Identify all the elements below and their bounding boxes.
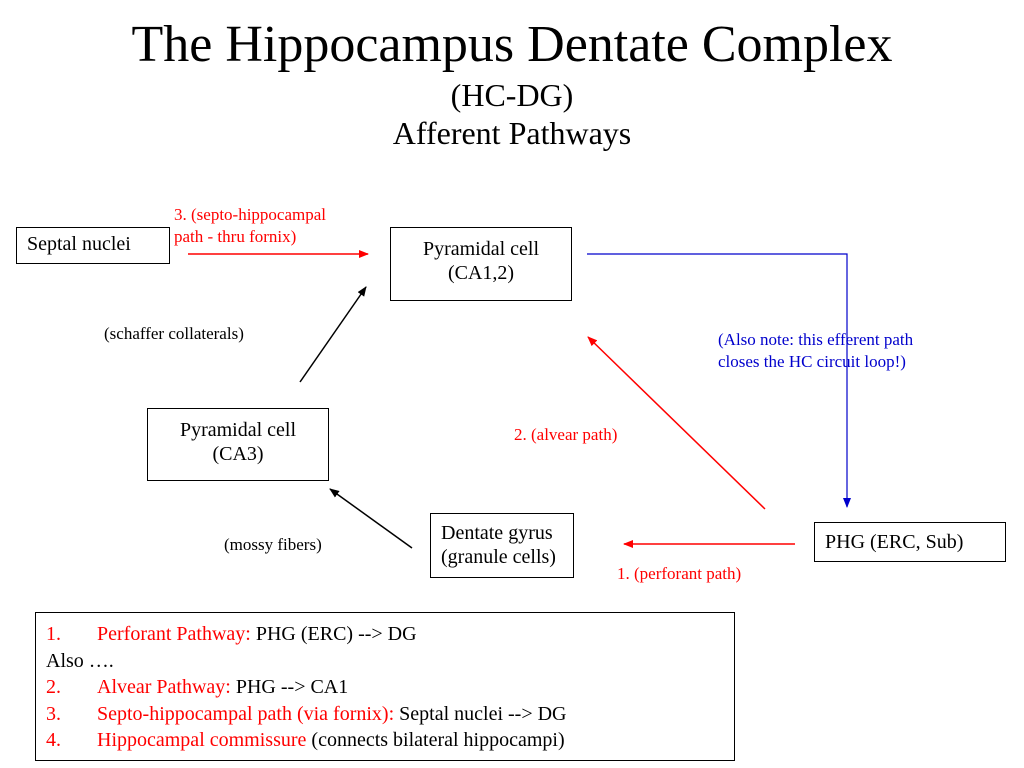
dentate-gyrus-box: Dentate gyrus (granule cells) <box>430 513 574 578</box>
alvear-path-label: 2. (alvear path) <box>514 425 618 444</box>
legend-item-name: Perforant Pathway: <box>97 623 251 645</box>
septo-hippocampal-label: 3. (septo-hippocampal path - thru fornix… <box>174 204 326 248</box>
legend-item-description: (connects bilateral hippocampi) <box>306 729 565 751</box>
title-block: The Hippocampus Dentate Complex (HC-DG) … <box>0 14 1024 152</box>
page-title: The Hippocampus Dentate Complex <box>131 16 893 73</box>
ca3-label-line2: (CA3) <box>212 443 264 465</box>
dentate-gyrus-label-line2: (granule cells) <box>441 546 556 568</box>
legend-item-number: 2. <box>46 676 61 698</box>
efferent-loop-arrow <box>587 253 851 508</box>
page-subtitle-abbrev: (HC-DG) <box>450 77 574 113</box>
legend-item-name: Hippocampal commissure <box>97 729 307 751</box>
legend-item: 3. Septo-hippocampal path (via fornix): S… <box>46 701 724 728</box>
mossy-fiber-arrow <box>329 488 413 549</box>
schaffer-collateral-arrow <box>299 286 367 383</box>
legend-item: 2. Alvear Pathway: PHG --> CA1 <box>46 674 724 701</box>
schaffer-collaterals-label: (schaffer collaterals) <box>104 324 244 343</box>
dentate-gyrus-label-line1: Dentate gyrus <box>441 522 553 544</box>
efferent-note-line2: closes the HC circuit loop!) <box>718 352 906 371</box>
legend-note: Also …. <box>46 648 724 675</box>
ca3-label-line1: Pyramidal cell <box>179 419 297 441</box>
page-subtitle: Afferent Pathways <box>392 115 632 151</box>
septal-nuclei-label: Septal nuclei <box>27 233 131 255</box>
efferent-note-line1: (Also note: this efferent path <box>718 330 914 349</box>
ca12-label-line2: (CA1,2) <box>447 262 515 284</box>
phg-box: PHG (ERC, Sub) <box>814 522 1006 562</box>
septo-hippocampal-label-line1: 3. (septo-hippocampal <box>174 205 327 224</box>
legend-item-number: 1. <box>46 623 61 645</box>
legend-item: 1. Perforant Pathway: PHG (ERC) --> DG <box>46 621 724 648</box>
septo-hippocampal-label-line2: path - thru fornix) <box>174 227 297 246</box>
legend-item-description: PHG (ERC) --> DG <box>250 623 417 645</box>
legend-item-name: Alvear Pathway: <box>97 676 231 698</box>
legend-item-number: 4. <box>46 729 61 751</box>
legend-note-text: Also …. <box>46 649 114 672</box>
legend-item-number: 3. <box>46 702 61 725</box>
ca3-box: Pyramidal cell (CA3) <box>147 408 329 481</box>
mossy-fibers-label: (mossy fibers) <box>224 535 322 554</box>
legend-item-description: Septal nuclei --> DG <box>394 702 567 725</box>
septal-nuclei-box: Septal nuclei <box>16 227 170 264</box>
legend-item: 4. Hippocampal commissure (connects bilat… <box>46 727 724 754</box>
pathway-legend: 1. Perforant Pathway: PHG (ERC) --> DG Al… <box>35 612 735 761</box>
phg-label: PHG (ERC, Sub) <box>825 531 964 553</box>
efferent-note-label: (Also note: this efferent path closes th… <box>718 329 913 373</box>
legend-item-name: Septo-hippocampal path (via fornix): <box>97 702 395 725</box>
ca12-label-line1: Pyramidal cell <box>422 238 540 260</box>
ca12-box: Pyramidal cell (CA1,2) <box>390 227 572 301</box>
legend-item-description: PHG --> CA1 <box>230 676 349 698</box>
perforant-path-label: 1. (perforant path) <box>617 564 742 583</box>
